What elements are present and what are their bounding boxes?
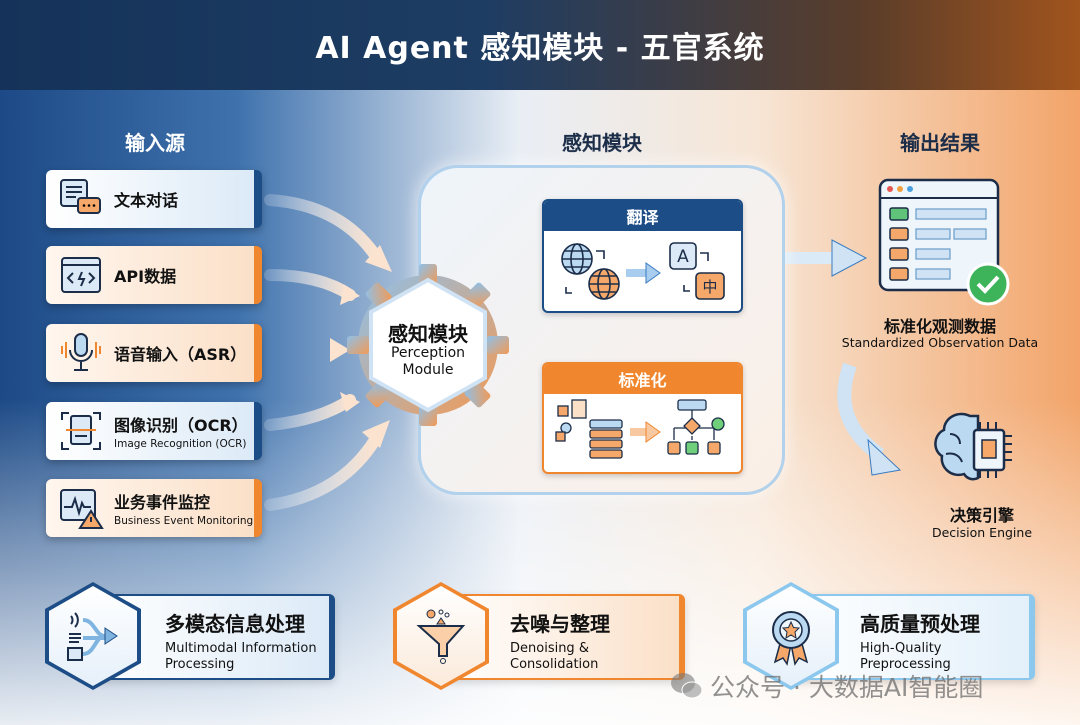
translate-header: 翻译 [544, 201, 741, 231]
title-bar: AI Agent 感知模块 - 五官系统 [0, 0, 1080, 90]
award-badge-icon [772, 611, 810, 666]
column-header-perception: 感知模块 [562, 131, 642, 155]
feature-subtitle-line2: Preprocessing [860, 657, 951, 672]
feature-subtitle-line2: Processing [165, 657, 235, 672]
data-table-window-icon [878, 178, 1010, 306]
gear-icon [347, 264, 509, 426]
input-card-image-ocr: 图像识别（OCR） Image Recognition (OCR) [46, 402, 262, 460]
watermark-text: 公众号 · 大数据AI智能圈 [710, 673, 984, 702]
multimodal-merge-icon [67, 612, 118, 661]
arrow-input-5 [264, 434, 381, 511]
input-card-text-chat: 文本对话 [46, 170, 262, 228]
core-title: 感知模块 [388, 322, 468, 346]
microphone-icon [61, 333, 101, 371]
input-sublabel: Image Recognition (OCR) [114, 438, 247, 450]
document-scan-icon [61, 412, 101, 450]
arrow-input-2 [264, 269, 356, 301]
input-card-api-data: API数据 [46, 246, 262, 304]
decision-title: 决策引擎 [949, 506, 1015, 525]
chat-document-icon [60, 179, 101, 214]
feature-hex-denoising [393, 582, 489, 690]
feature-title: 高质量预处理 [860, 612, 980, 636]
wechat-icon [671, 673, 703, 699]
watermark: 公众号 · 大数据AI智能圈 [670, 668, 983, 704]
decision-subtitle: Decision Engine [931, 525, 1033, 540]
standardize-box: 标准化 [542, 362, 743, 474]
check-circle-icon [966, 262, 1010, 306]
input-sublabel: Business Event Monitoring [114, 515, 254, 527]
flowchart-icon [667, 399, 725, 455]
feature-subtitle-line1: Multimodal Information [165, 641, 317, 656]
scattered-files-icon [555, 399, 587, 442]
feature-subtitle-line1: Denoising & [510, 641, 589, 656]
column-header-input: 输入源 [125, 131, 185, 155]
globe-icon [588, 268, 620, 300]
core-subtitle-line1: Perception [390, 345, 466, 361]
output-subtitle: Standardized Observation Data [841, 335, 1039, 350]
input-label: 图像识别（OCR） [114, 416, 248, 435]
monitor-warning-icon [60, 489, 104, 529]
core-subtitle-line2: Module [402, 362, 454, 378]
chinese-char-badge: 中 [702, 278, 717, 296]
arrow-input-4 [264, 394, 356, 431]
feature-subtitle-line2: Consolidation [510, 657, 599, 672]
input-label: API数据 [114, 267, 177, 286]
translate-box: 翻译 A 中 [542, 199, 743, 313]
input-card-voice-asr: 语音输入（ASR） [46, 324, 262, 382]
standardize-header: 标准化 [544, 364, 741, 394]
feature-hex-multimodal [45, 582, 141, 690]
database-stack-icon [589, 419, 623, 459]
input-label: 业务事件监控 [114, 493, 211, 512]
page-title: AI Agent 感知模块 - 五官系统 [315, 31, 765, 66]
api-code-window-icon [61, 257, 101, 293]
input-label: 文本对话 [114, 191, 179, 210]
feature-hex-quality [743, 582, 839, 690]
letter-a-badge: A [677, 247, 689, 267]
feature-title: 多模态信息处理 [165, 612, 305, 636]
input-label: 语音输入（ASR） [114, 345, 247, 364]
standardization-diagram [555, 399, 725, 459]
funnel-icon [416, 609, 466, 664]
column-header-output: 输出结果 [900, 131, 980, 155]
globe-icon [561, 243, 593, 275]
brain-chip-icon [934, 412, 1012, 481]
translation-diagram: A 中 [561, 242, 725, 300]
feature-title: 去噪与整理 [510, 612, 610, 636]
feature-subtitle-line1: High-Quality [860, 641, 942, 656]
output-title: 标准化观测数据 [883, 317, 997, 336]
input-card-business-monitoring: 业务事件监控 Business Event Monitoring [46, 479, 262, 537]
arrow-input-1 [264, 194, 381, 261]
